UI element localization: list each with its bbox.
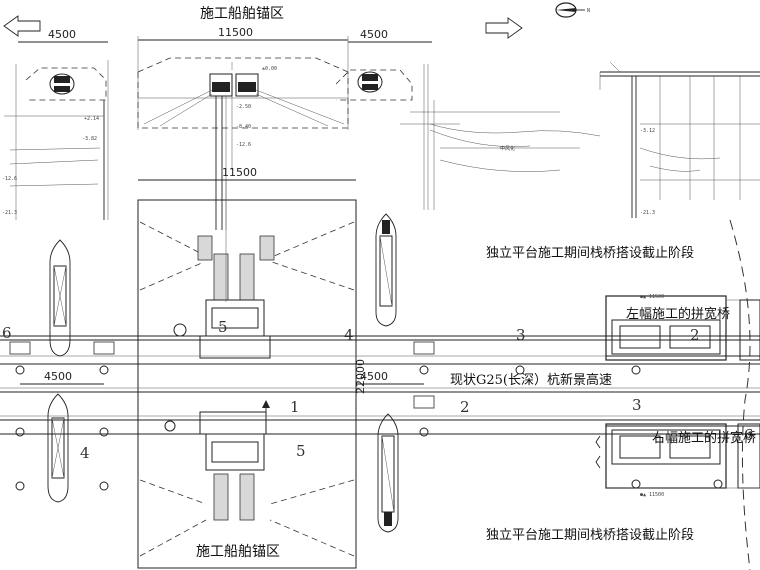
marker-5-top: 5 <box>218 318 228 336</box>
widening-bridge-right-assembly: ●▲ 11500 <box>595 423 760 498</box>
ship-left-bottom <box>47 393 69 503</box>
highway <box>0 335 760 491</box>
crane-bottom-plan <box>164 400 270 521</box>
elevation-section-center: ±0.00 -2.50 -8.40 -12.6 <box>137 57 349 230</box>
marker-6: 6 <box>2 324 12 342</box>
crane-top-plan <box>173 180 275 359</box>
elevation-section-right <box>335 64 460 210</box>
widening-bridge-left-assembly: ●▲ 11500 <box>605 294 760 361</box>
svg-text:-21.3: -21.3 <box>640 210 655 216</box>
anchor-cables <box>139 221 355 557</box>
dim-4500-top-right: 4500 <box>360 28 388 41</box>
stage-label-bottom: 独立平台施工期间栈桥搭设截止阶段 <box>486 527 694 543</box>
elevation-profile-right: 中风化 -3.12 -21.3 <box>410 61 760 218</box>
svg-text:-12.6: -12.6 <box>2 176 17 182</box>
dim-4500-mid-right: 4500 <box>360 370 388 383</box>
anchor-area-label-bottom: 施工船舶锚区 <box>196 544 280 560</box>
svg-text:●▲ 11500: ●▲ 11500 <box>640 492 664 498</box>
svg-text:-3.82: -3.82 <box>82 136 97 142</box>
dim-4500-top-left: 4500 <box>48 28 76 41</box>
svg-text:中风化: 中风化 <box>500 145 515 152</box>
marker-2-top: 2 <box>690 326 700 344</box>
ship-right-top <box>375 213 397 327</box>
dim-22000: 22000 <box>354 359 367 394</box>
arrow-right-icon <box>485 17 523 39</box>
svg-text:±0.00: ±0.00 <box>262 66 277 72</box>
svg-text:●▲ 11500: ●▲ 11500 <box>640 294 664 300</box>
ship-right-bottom <box>377 413 399 533</box>
marker-2-mid: 2 <box>460 398 470 416</box>
elevation-section-left: +2.14 -3.82 -12.6 -21.3 <box>2 60 109 220</box>
marker-4-top: 4 <box>344 326 354 344</box>
dim-11500-mid: 11500 <box>222 166 257 179</box>
svg-text:-21.3: -21.3 <box>2 210 17 216</box>
highway-label: 现状G25(长深）杭新景高速 <box>450 372 612 388</box>
arrow-left-icon <box>3 15 41 37</box>
stage-label-top: 独立平台施工期间栈桥搭设截止阶段 <box>486 245 694 261</box>
marker-6-bottom: 6 <box>744 426 754 444</box>
svg-text:+2.14: +2.14 <box>84 116 99 122</box>
svg-text:-8.40: -8.40 <box>236 124 251 130</box>
anchor-area-label-top: 施工船舶锚区 <box>200 6 284 22</box>
marker-4-bottom: 4 <box>80 444 90 462</box>
svg-text:-2.50: -2.50 <box>236 104 251 110</box>
marker-1: 1 <box>290 398 300 416</box>
marker-3-mid: 3 <box>632 396 642 414</box>
right-widening-bridge-label: 右幅施工的拼宽桥 <box>652 430 756 446</box>
dim-4500-mid-left: 4500 <box>44 370 72 383</box>
marker-5-bottom: 5 <box>296 442 306 460</box>
compass-north-label: N <box>587 8 590 14</box>
left-widening-bridge-label: 左幅施工的拼宽桥 <box>626 306 730 322</box>
svg-text:-12.6: -12.6 <box>236 142 251 148</box>
ship-left-top <box>49 239 71 357</box>
compass-icon: N <box>555 2 590 18</box>
svg-text:-3.12: -3.12 <box>640 128 655 134</box>
marker-3-top: 3 <box>516 326 526 344</box>
dim-11500-top: 11500 <box>218 26 253 39</box>
boundary-arc <box>729 219 751 570</box>
